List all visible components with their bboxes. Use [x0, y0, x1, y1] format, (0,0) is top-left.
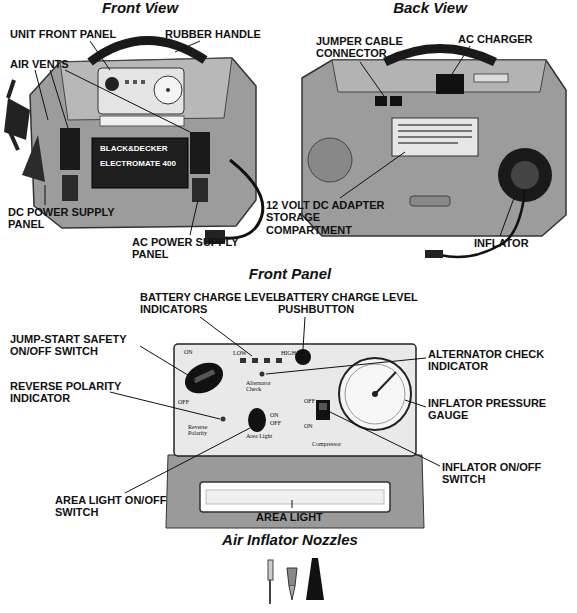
leader-lines [35, 41, 514, 508]
brand-text: BLACK&DECKER [100, 145, 168, 154]
part-label: BATTERY CHARGE LEVEL INDICATORS [140, 291, 280, 316]
part-label: INFLATOR ON/OFF SWITCH [442, 461, 552, 486]
panel-text: OFF [304, 398, 315, 404]
panel-text: LOW [233, 350, 247, 356]
part-label: INFLATOR PRESSURE GAUGE [428, 397, 548, 422]
panel-text: Compressor [312, 441, 341, 447]
nozzles [268, 558, 324, 604]
panel-text: OFF [178, 399, 189, 405]
panel-text: ON [304, 423, 313, 429]
part-label: AC CHARGER [458, 33, 533, 45]
part-label: AREA LIGHT ON/OFF SWITCH [55, 494, 170, 519]
front-unit [4, 40, 263, 244]
part-label: AREA LIGHT [256, 511, 323, 523]
panel-text: Reverse Polarity [188, 424, 220, 437]
panel-text: Alternator Check [246, 380, 286, 393]
section-heading: Front Panel [249, 266, 332, 283]
view-heading: Back View [393, 0, 467, 17]
part-label: UNIT FRONT PANEL [10, 28, 116, 40]
part-label: ALTERNATOR CHECK INDICATOR [428, 348, 558, 373]
part-label: JUMP-START SAFETY ON/OFF SWITCH [10, 333, 150, 358]
section-heading: Air Inflator Nozzles [222, 532, 358, 549]
part-label: DC POWER SUPPLY PANEL [8, 206, 120, 231]
view-heading: Front View [102, 0, 178, 17]
panel-text: ON [270, 412, 279, 418]
part-label: REVERSE POLARITY INDICATOR [10, 380, 125, 405]
panel-text: HIGH [281, 350, 296, 356]
panel-text: ON [184, 349, 193, 355]
brand-text: ELECTROMATE 400 [100, 160, 176, 169]
panel-text: Area Light [246, 433, 272, 439]
part-label: INFLATOR [474, 237, 529, 249]
part-label: BATTERY CHARGE LEVEL PUSHBUTTON [278, 291, 423, 316]
part-label: JUMPER CABLE CONNECTOR [316, 35, 416, 60]
part-label: 12 VOLT DC ADAPTER STORAGE COMPARTMENT [266, 199, 406, 236]
part-label: RUBBER HANDLE [165, 28, 261, 40]
part-label: AC POWER SUPPLY PANEL [132, 236, 244, 261]
panel-text: OFF [270, 420, 281, 426]
part-label: AIR VENTS [10, 58, 69, 70]
